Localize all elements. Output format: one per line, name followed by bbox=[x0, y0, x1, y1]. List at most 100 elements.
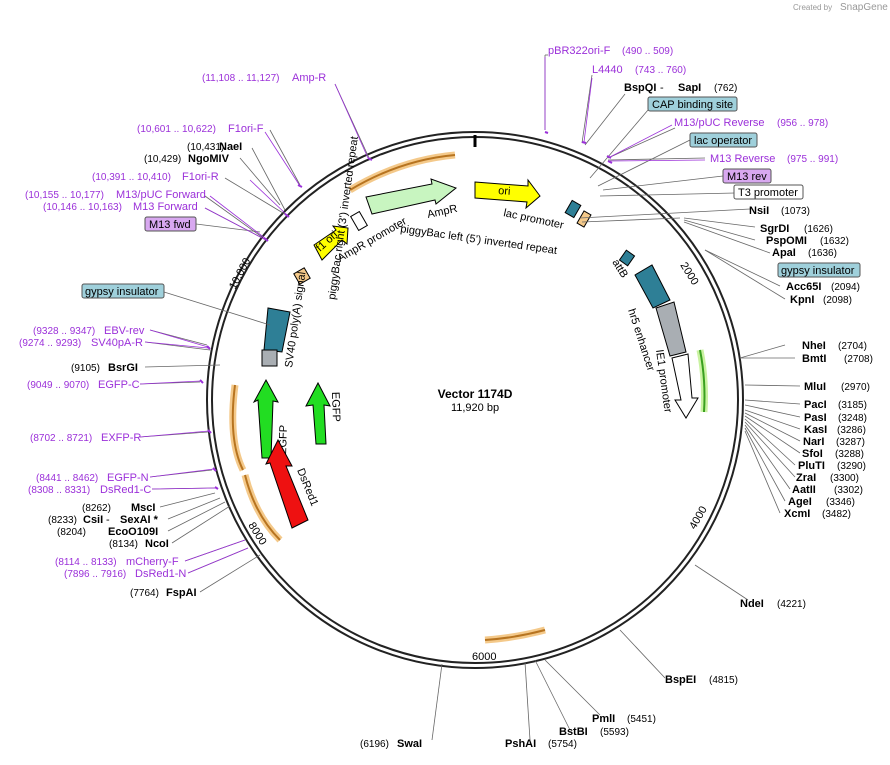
primer-m13-reverse[interactable]: M13 Reverse bbox=[710, 153, 775, 165]
site-mlui[interactable]: MluI bbox=[804, 381, 826, 393]
site-apai[interactable]: ApaI bbox=[772, 247, 796, 259]
site-csii[interactable]: CsiI bbox=[83, 514, 103, 526]
site-bspei[interactable]: BspEI bbox=[665, 674, 696, 686]
site-ecoo109i[interactable]: EcoO109I bbox=[108, 526, 158, 538]
feature-ampr-label: AmpR bbox=[426, 203, 458, 221]
site-agei[interactable]: AgeI bbox=[788, 496, 812, 508]
site-csii-sep: - bbox=[106, 514, 110, 526]
site-pmli[interactable]: PmlI bbox=[592, 713, 615, 725]
site-msci[interactable]: MscI bbox=[131, 502, 155, 514]
site-kasi[interactable]: KasI bbox=[804, 424, 827, 436]
feature-small-3[interactable] bbox=[293, 267, 311, 285]
right-leader-lines bbox=[431, 208, 801, 741]
feature-egfp-1[interactable] bbox=[252, 378, 279, 459]
feature-ampr-promoter[interactable] bbox=[349, 210, 369, 232]
feature-small-2[interactable] bbox=[576, 210, 592, 228]
site-nsii[interactable]: NsiI bbox=[749, 205, 769, 217]
site-sgrdi[interactable]: SgrDI bbox=[760, 223, 789, 235]
site-ndei[interactable]: NdeI bbox=[740, 598, 764, 610]
site-pspomi-pos: (1632) bbox=[820, 236, 849, 247]
primer-f1ori-f[interactable]: F1ori-F bbox=[228, 123, 264, 135]
feature-ori[interactable] bbox=[474, 178, 541, 210]
box-gypsy-insulator-left-label: gypsy insulator bbox=[85, 286, 159, 298]
feature-attb[interactable] bbox=[618, 249, 636, 267]
box-cap-binding-site[interactable] bbox=[647, 96, 738, 112]
site-agei-pos: (3346) bbox=[826, 497, 855, 508]
primer-egfp-c[interactable]: EGFP-C bbox=[98, 379, 140, 391]
box-t3-promoter[interactable] bbox=[733, 184, 804, 200]
feature-grey[interactable] bbox=[655, 301, 687, 357]
box-lac-operator[interactable] bbox=[689, 132, 758, 148]
site-nsii-pos: (1073) bbox=[781, 206, 810, 217]
feature-sv40[interactable] bbox=[261, 349, 278, 367]
box-gypsy-insulator-right[interactable] bbox=[777, 262, 861, 278]
primer-m13-reverse-pos: (975 .. 991) bbox=[787, 154, 838, 165]
site-pasi[interactable]: PasI bbox=[804, 412, 827, 424]
site-nhei[interactable]: NheI bbox=[802, 340, 826, 352]
primer-dsred1-n[interactable]: DsRed1-N bbox=[135, 568, 186, 580]
top-leader-lines bbox=[544, 54, 736, 197]
site-bmti[interactable]: BmtI bbox=[802, 353, 826, 365]
feature-f1-ori[interactable] bbox=[313, 225, 349, 261]
primer-f1ori-r[interactable]: F1ori-R bbox=[182, 171, 219, 183]
primer-sv40pa-r[interactable]: SV40pA-R bbox=[91, 337, 143, 349]
primer-exfp-r[interactable]: EXFP-R bbox=[101, 432, 141, 444]
box-m13-fwd[interactable] bbox=[144, 216, 197, 232]
site-bstbi[interactable]: BstBI bbox=[559, 726, 588, 738]
primer-amp-r[interactable]: Amp-R bbox=[292, 72, 326, 84]
primer-m13-forward[interactable]: M13 Forward bbox=[133, 201, 198, 213]
tick-6000: 6000 bbox=[472, 651, 496, 663]
site-apai-pos: (1636) bbox=[808, 248, 837, 259]
primer-m13-puc-reverse[interactable]: M13/pUC Reverse bbox=[674, 117, 764, 129]
site-kpni[interactable]: KpnI bbox=[790, 294, 814, 306]
primer-l4440[interactable]: L4440 bbox=[592, 64, 623, 76]
primer-ebv-rev[interactable]: EBV-rev bbox=[104, 325, 145, 337]
site-sapi[interactable]: SapI bbox=[678, 82, 701, 94]
primer-dsred1-c[interactable]: DsRed1-C bbox=[100, 484, 151, 496]
site-sfoi[interactable]: SfoI bbox=[802, 448, 823, 460]
site-pspomi[interactable]: PspOMI bbox=[766, 235, 807, 247]
primer-egfp-n[interactable]: EGFP-N bbox=[107, 472, 149, 484]
site-ncoi[interactable]: NcoI bbox=[145, 538, 169, 550]
box-m13-rev[interactable] bbox=[722, 168, 772, 184]
site-xcmi[interactable]: XcmI bbox=[784, 508, 810, 520]
site-naei[interactable]: NaeI bbox=[219, 141, 242, 153]
feature-pb-left-label: piggyBac left (5') inverted repeat bbox=[400, 223, 558, 257]
primer-egfp-c-pos: (9049 .. 9070) bbox=[27, 380, 89, 391]
primer-pbr322ori-f-pos: (490 .. 509) bbox=[622, 46, 673, 57]
feature-egfp-2-label: EGFP bbox=[329, 392, 342, 422]
site-bsrgi[interactable]: BsrGI bbox=[108, 362, 138, 374]
site-paci-pos: (3185) bbox=[838, 400, 867, 411]
site-fspai[interactable]: FspAI bbox=[166, 587, 197, 599]
site-swai-pos: (6196) bbox=[360, 739, 389, 750]
feature-dsred[interactable] bbox=[265, 438, 309, 529]
primer-m13-puc-forward[interactable]: M13/pUC Forward bbox=[116, 189, 206, 201]
site-sexai[interactable]: SexAI * bbox=[120, 514, 159, 526]
site-pluti-pos: (3290) bbox=[837, 461, 866, 472]
feature-egfp-2[interactable] bbox=[305, 381, 331, 445]
site-sep: - bbox=[660, 82, 664, 94]
feature-ie1[interactable] bbox=[671, 353, 699, 419]
site-ngomiv[interactable]: NgoMIV bbox=[188, 153, 230, 165]
site-acc65i[interactable]: Acc65I bbox=[786, 281, 821, 293]
site-bmti-pos: (2708) bbox=[844, 354, 873, 365]
feature-small-1[interactable] bbox=[564, 199, 582, 219]
site-zrai[interactable]: ZraI bbox=[796, 472, 816, 484]
site-paci[interactable]: PacI bbox=[804, 399, 827, 411]
site-nari[interactable]: NarI bbox=[803, 436, 824, 448]
primer-mcherry-f[interactable]: mCherry-F bbox=[126, 556, 179, 568]
site-pshai[interactable]: PshAI bbox=[505, 738, 536, 750]
feature-ampr[interactable] bbox=[365, 178, 458, 215]
site-acc65i-pos: (2094) bbox=[831, 282, 860, 293]
primer-pbr322ori-f[interactable]: pBR322ori-F bbox=[548, 45, 611, 57]
site-swai[interactable]: SwaI bbox=[397, 738, 422, 750]
site-pmli-pos: (5451) bbox=[627, 714, 656, 725]
primer-m13-puc-forward-pos: (10,155 .. 10,177) bbox=[25, 190, 104, 201]
feature-hr5[interactable] bbox=[634, 264, 671, 309]
site-bspqi[interactable]: BspQI bbox=[624, 82, 656, 94]
site-zrai-pos: (3300) bbox=[830, 473, 859, 484]
tick-10000: 10,000 bbox=[227, 256, 253, 291]
site-pluti[interactable]: PluTI bbox=[798, 460, 825, 472]
site-aatii[interactable]: AatII bbox=[792, 484, 816, 496]
box-gypsy-insulator-left[interactable] bbox=[81, 283, 165, 299]
